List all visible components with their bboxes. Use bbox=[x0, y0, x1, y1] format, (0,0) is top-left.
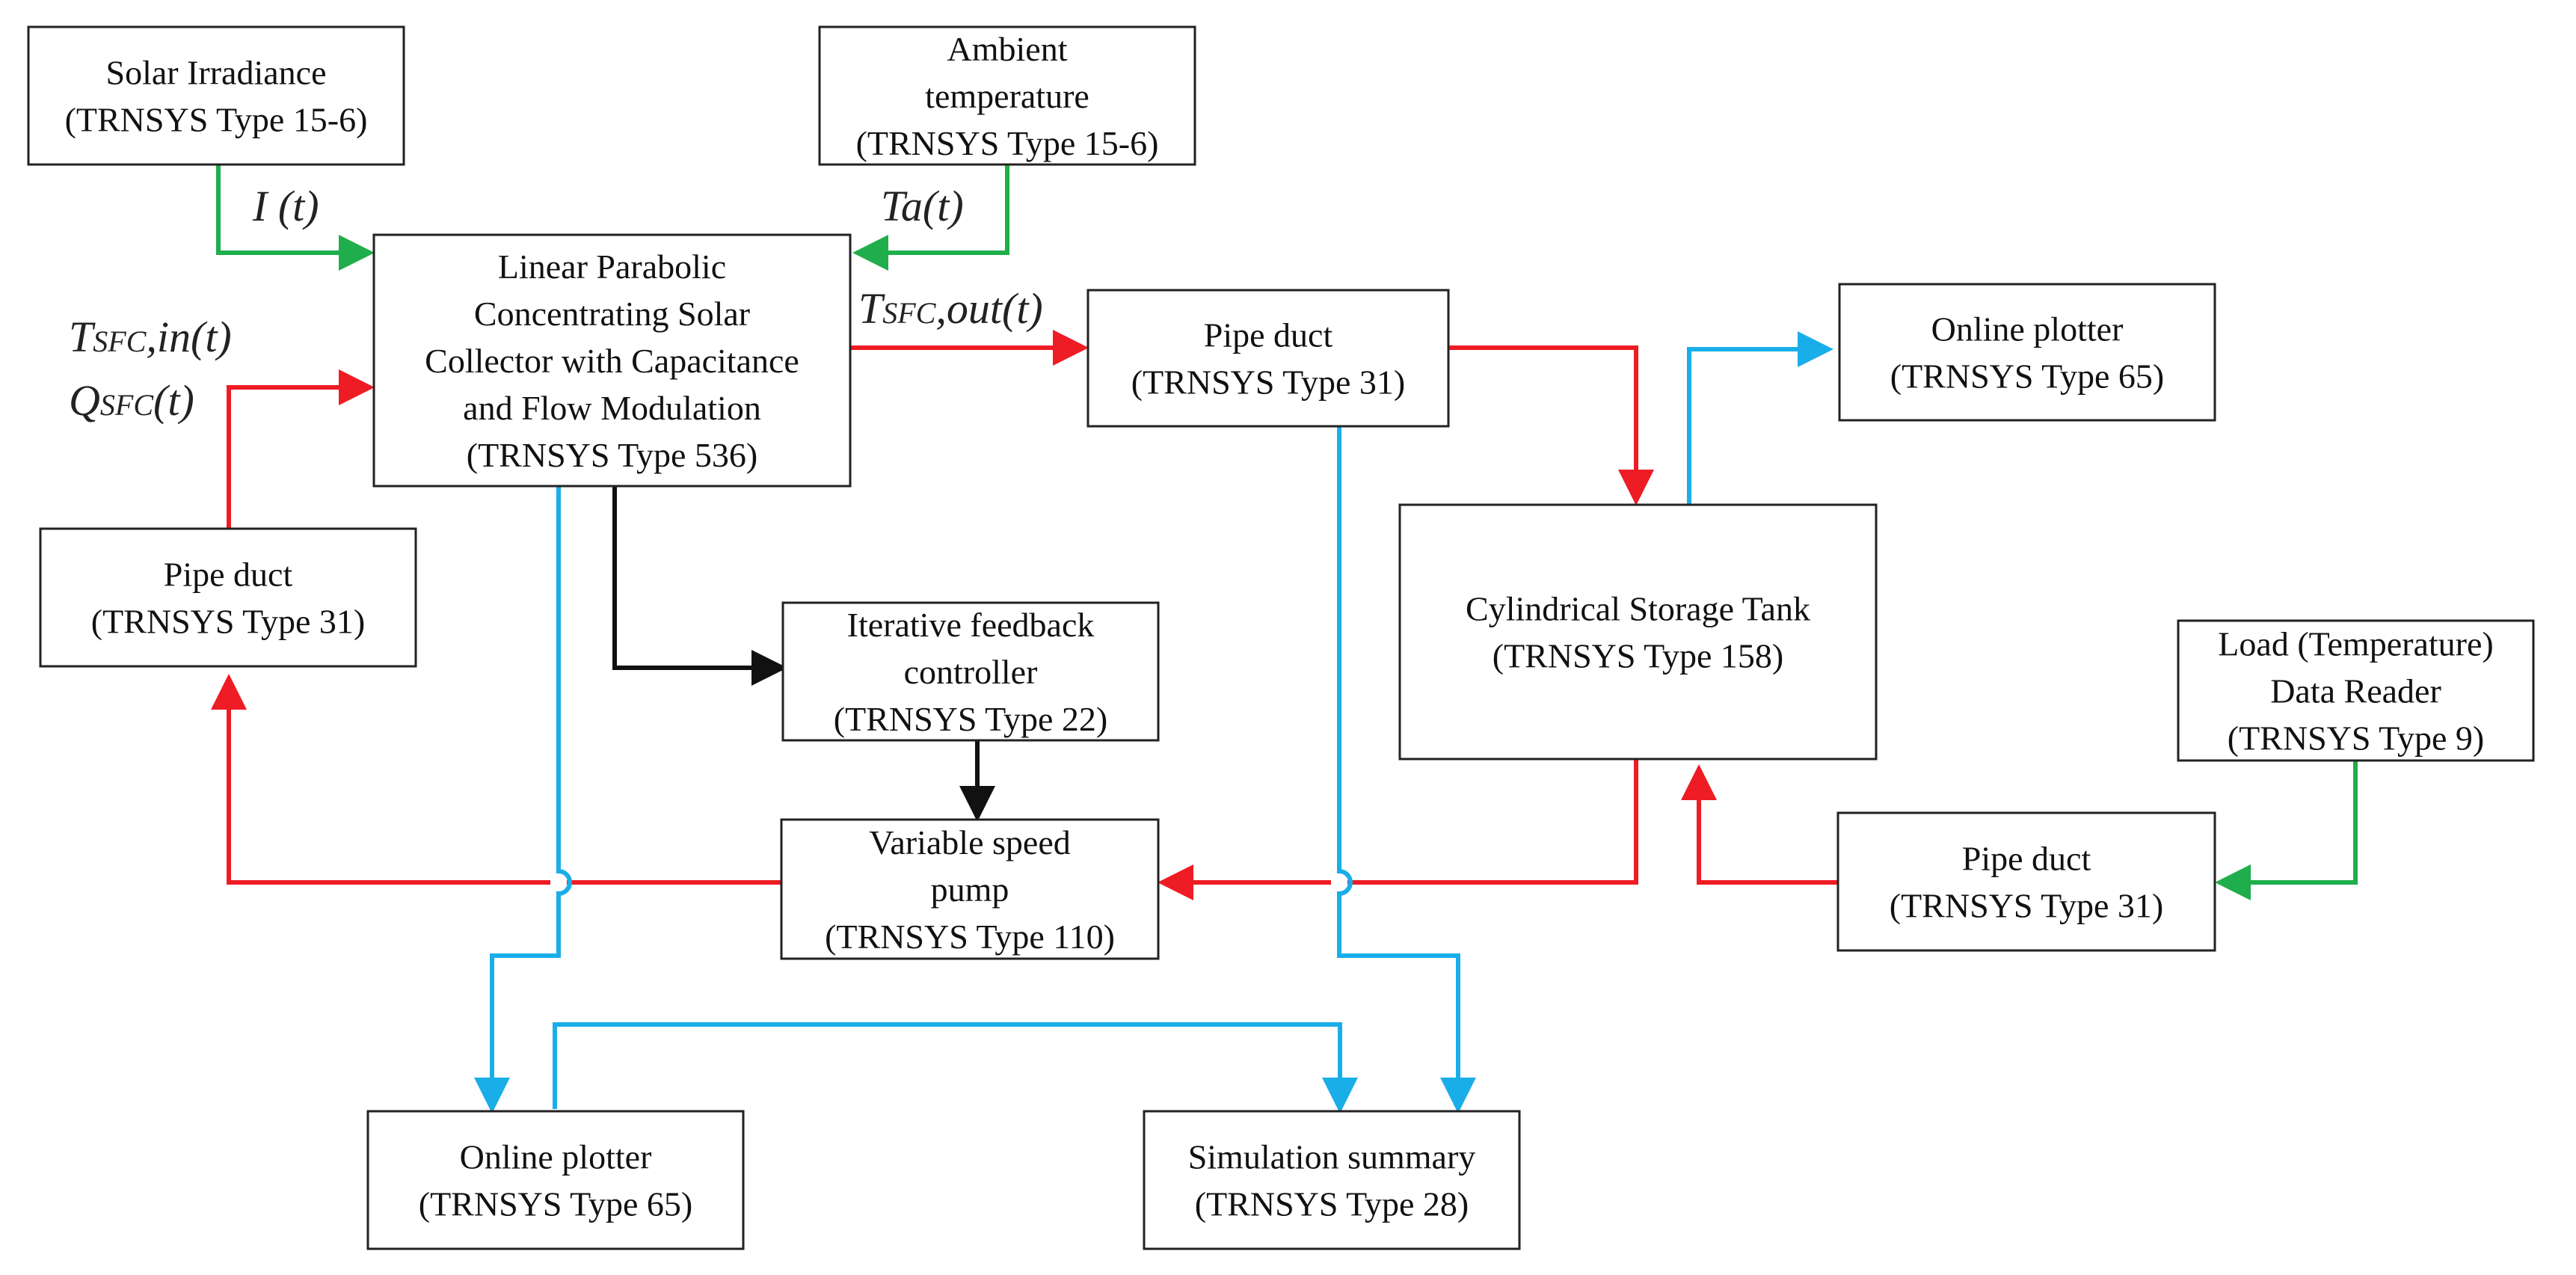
plotter-summary-bus-link bbox=[553, 1022, 1358, 1113]
online-plotter-right-box: Online plotter (TRNSYS Type 65) bbox=[1838, 283, 2216, 422]
variable-speed-pump-box-line-2: pump bbox=[931, 870, 1009, 909]
online-plotter-bottom-box-line-1: Online plotter bbox=[460, 1138, 652, 1176]
pipe-duct-right-box-frame bbox=[1836, 811, 2216, 952]
online-plotter-bottom-box-frame bbox=[366, 1110, 745, 1250]
load-data-reader-box: Load (Temperature) Data Reader (TRNSYS Typ… bbox=[2177, 619, 2535, 762]
pipe-duct-left-box-line-1: Pipe duct bbox=[164, 556, 293, 594]
storage-tank-box-line-1: Cylindrical Storage Tank bbox=[1466, 590, 1810, 628]
feedback-controller-box-line-1: Iterative feedback bbox=[847, 606, 1095, 644]
pipe-to-tank-link bbox=[1448, 345, 1654, 506]
load-data-reader-box-line-3: (TRNSYS Type 9) bbox=[2228, 719, 2485, 758]
pipe-duct-right-box: Pipe duct (TRNSYS Type 31) bbox=[1836, 811, 2216, 952]
online-plotter-bottom-box-line-2: (TRNSYS Type 65) bbox=[419, 1185, 693, 1223]
pipe-duct-top-box-frame bbox=[1086, 289, 1450, 428]
simulation-summary-box: Simulation summary (TRNSYS Type 28) bbox=[1143, 1110, 1521, 1250]
pipe-duct-left-box: Pipe duct (TRNSYS Type 31) bbox=[39, 527, 417, 668]
simulation-summary-box-line-1: Simulation summary bbox=[1188, 1138, 1476, 1176]
collector-box-frame bbox=[372, 233, 852, 488]
collector-box-line-2: Concentrating Solar bbox=[474, 295, 750, 333]
simulation-summary-box-line-2: (TRNSYS Type 28) bbox=[1195, 1185, 1469, 1223]
collector-to-controller-link bbox=[612, 486, 787, 686]
irradiance-signal-label: I (t) bbox=[252, 182, 319, 230]
online-plotter-right-box-line-2: (TRNSYS Type 65) bbox=[1890, 357, 2165, 396]
connections bbox=[216, 165, 2358, 1113]
feedback-controller-box-frame bbox=[781, 601, 1160, 742]
pipe-duct-top-box-line-1: Pipe duct bbox=[1204, 316, 1333, 354]
online-plotter-bottom-box: Online plotter (TRNSYS Type 65) bbox=[366, 1110, 745, 1250]
variable-speed-pump-box-line-3: (TRNSYS Type 110) bbox=[825, 918, 1115, 956]
ambient-temperature-box-line-3: (TRNSYS Type 15-6) bbox=[856, 124, 1159, 162]
outlet-temperature-signal-label: TSFC,out(t) bbox=[858, 284, 1043, 333]
load-data-reader-box-frame bbox=[2177, 619, 2535, 762]
solar-irradiance-box-line-1: Solar Irradiance bbox=[105, 54, 326, 92]
storage-tank-box-line-2: (TRNSYS Type 158) bbox=[1493, 637, 1784, 675]
variable-speed-pump-box-line-1: Variable speed bbox=[869, 823, 1071, 861]
pipe-duct-top-box: Pipe duct (TRNSYS Type 31) bbox=[1086, 289, 1450, 428]
ambient-signal-label: Ta(t) bbox=[881, 182, 964, 230]
collector-to-bottom-plotter-link bbox=[474, 486, 572, 1113]
feedback-controller-box-line-2: controller bbox=[904, 653, 1038, 691]
ambient-temperature-box-frame bbox=[818, 25, 1196, 166]
right-pipe-to-tank-link bbox=[1681, 764, 1838, 885]
tank-to-plotter-link bbox=[1687, 331, 1833, 505]
ambient-temperature-box: Ambient temperature (TRNSYS Type 15-6) bbox=[818, 25, 1196, 166]
pipe-duct-left-box-line-2: (TRNSYS Type 31) bbox=[91, 603, 366, 641]
collector-box-line-5: (TRNSYS Type 536) bbox=[467, 436, 758, 474]
simulation-summary-box-frame bbox=[1143, 1110, 1521, 1250]
feedback-controller-box-line-3: (TRNSYS Type 22) bbox=[834, 700, 1108, 738]
flow-rate-signal-label: QSFC(t) bbox=[69, 376, 194, 425]
load-data-reader-box-line-2: Data Reader bbox=[2270, 672, 2441, 710]
collector-box-line-3: Collector with Capacitance bbox=[425, 342, 799, 380]
variable-speed-pump-box: Variable speed pump (TRNSYS Type 110) bbox=[780, 818, 1160, 960]
pipe-to-summary-link bbox=[1337, 426, 1476, 1113]
solar-irradiance-box-frame bbox=[27, 25, 405, 166]
storage-tank-box: Cylindrical Storage Tank (TRNSYS Type 158… bbox=[1398, 503, 1878, 761]
pipe-duct-top-box-line-2: (TRNSYS Type 31) bbox=[1131, 363, 1406, 402]
pipe-duct-right-box-line-2: (TRNSYS Type 31) bbox=[1890, 887, 2164, 925]
feedback-controller-box: Iterative feedback controller (TRNSYS Type… bbox=[781, 601, 1160, 742]
variable-speed-pump-box-frame bbox=[780, 818, 1160, 960]
collector-box-line-1: Linear Parabolic bbox=[498, 248, 726, 286]
ambient-temperature-box-line-2: temperature bbox=[925, 77, 1089, 115]
pipe-duct-left-box-frame bbox=[39, 527, 417, 668]
left-pipe-to-collector-link bbox=[227, 369, 375, 529]
online-plotter-right-box-line-1: Online plotter bbox=[1931, 310, 2124, 348]
inlet-temperature-signal-label: TSFC,in(t) bbox=[69, 313, 232, 361]
ambient-temperature-box-line-1: Ambient bbox=[947, 30, 1068, 68]
solar-irradiance-box: Solar Irradiance (TRNSYS Type 15-6) bbox=[27, 25, 405, 166]
solar-irradiance-box-line-2: (TRNSYS Type 15-6) bbox=[65, 101, 368, 139]
pipe-duct-right-box-line-1: Pipe duct bbox=[1962, 840, 2091, 878]
collector-box-line-4: and Flow Modulation bbox=[463, 389, 761, 427]
online-plotter-right-box-frame bbox=[1838, 283, 2216, 422]
storage-tank-box-frame bbox=[1398, 503, 1878, 761]
ambient-link bbox=[852, 165, 1009, 271]
load-data-reader-box-line-1: Load (Temperature) bbox=[2218, 625, 2493, 663]
tank-to-pump-link bbox=[1162, 759, 1638, 882]
irradiance-link bbox=[216, 165, 375, 271]
load-link bbox=[2215, 761, 2358, 900]
pump-to-left-pipe-link bbox=[229, 678, 781, 885]
